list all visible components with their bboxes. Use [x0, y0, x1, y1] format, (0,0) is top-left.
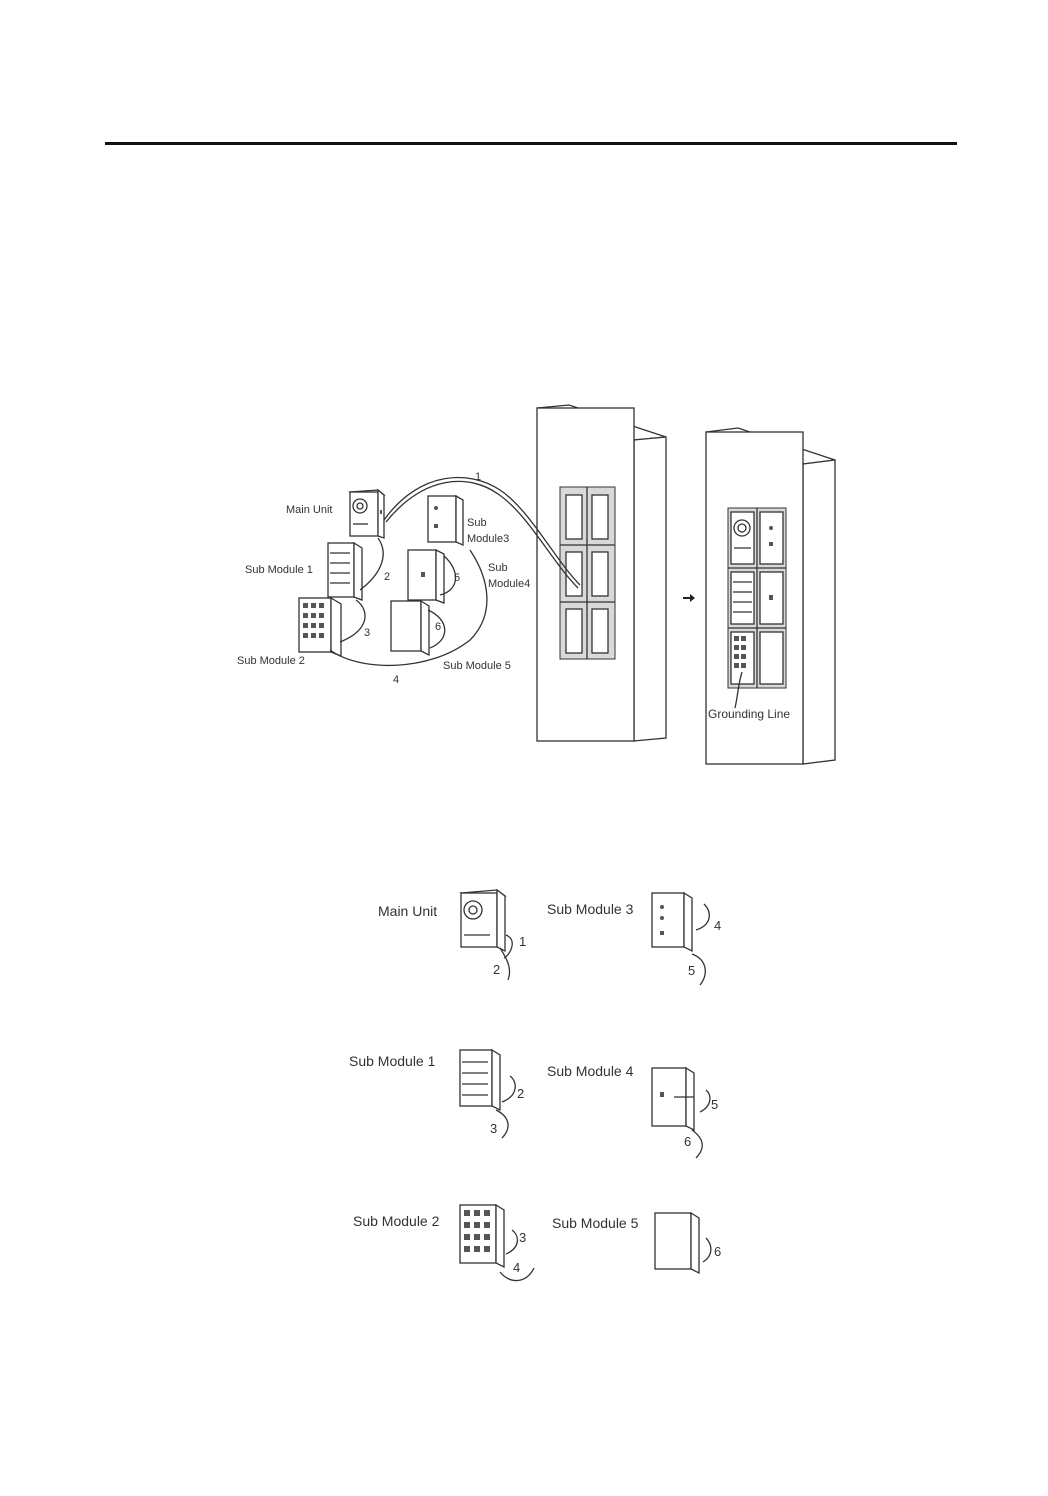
cable-number-1: 1	[475, 471, 481, 483]
sub-module-5-cable-6: 6	[714, 1244, 721, 1259]
sub-module-1-unit	[328, 543, 362, 600]
sub-module-4-cable-5: 5	[711, 1097, 718, 1112]
cable-number-5: 5	[454, 572, 460, 584]
main-unit-module	[350, 490, 384, 538]
sub-module-3-unit	[428, 496, 463, 545]
sub-module-4-label-line2: Module4	[488, 578, 530, 590]
sub-module-2-label: Sub Module 2	[237, 655, 305, 667]
sub-module-5-icon	[655, 1213, 711, 1273]
sub-module-1-icon	[460, 1050, 515, 1138]
module-label-sub-module-2: Sub Module 2	[353, 1213, 440, 1229]
main-unit-cable-2: 2	[493, 962, 500, 977]
sub-module-5-unit	[391, 601, 429, 655]
wiring-overview-figure: Main Unit Sub Module 1 Sub Module 2 Sub …	[237, 405, 835, 764]
cable-number-3: 3	[364, 627, 370, 639]
sub-module-3-cable-4: 4	[714, 918, 721, 933]
main-unit-icon	[461, 890, 512, 980]
sub-module-1-cable-2: 2	[517, 1086, 524, 1101]
cable-number-6: 6	[435, 621, 441, 633]
sub-module-2-cable-3: 3	[519, 1230, 526, 1245]
sub-module-1-label: Sub Module 1	[245, 564, 313, 576]
sub-module-1-cable-3: 3	[490, 1121, 497, 1136]
mounting-wall-box	[537, 405, 666, 741]
sub-module-5-label: Sub Module 5	[443, 660, 511, 672]
arrow-icon	[683, 594, 695, 602]
module-label-sub-module-5: Sub Module 5	[552, 1215, 639, 1231]
sub-module-2-unit	[299, 598, 341, 656]
module-cable-figure: Main Unit 1 2 Sub Module 3 4 5 Sub Modu	[349, 890, 721, 1281]
cable-number-4: 4	[393, 674, 399, 686]
module-label-main-unit: Main Unit	[378, 903, 437, 919]
sub-module-3-label-line2: Module3	[467, 533, 509, 545]
sub-module-3-label-line1: Sub	[467, 517, 487, 529]
grounding-line-label: Grounding Line	[708, 707, 790, 721]
sub-module-4-icon	[652, 1068, 710, 1158]
module-label-sub-module-1: Sub Module 1	[349, 1053, 436, 1069]
main-unit-cable-1: 1	[519, 934, 526, 949]
sub-module-2-cable-4: 4	[513, 1260, 520, 1275]
module-label-sub-module-4: Sub Module 4	[547, 1063, 634, 1079]
cable-number-2: 2	[384, 571, 390, 583]
sub-module-3-cable-5: 5	[688, 963, 695, 978]
sub-module-3-icon	[652, 893, 709, 985]
sub-module-4-unit	[408, 550, 444, 603]
main-unit-label: Main Unit	[286, 504, 332, 516]
module-label-sub-module-3: Sub Module 3	[547, 901, 634, 917]
sub-module-4-label-line1: Sub	[488, 562, 508, 574]
sub-module-4-cable-6: 6	[684, 1134, 691, 1149]
